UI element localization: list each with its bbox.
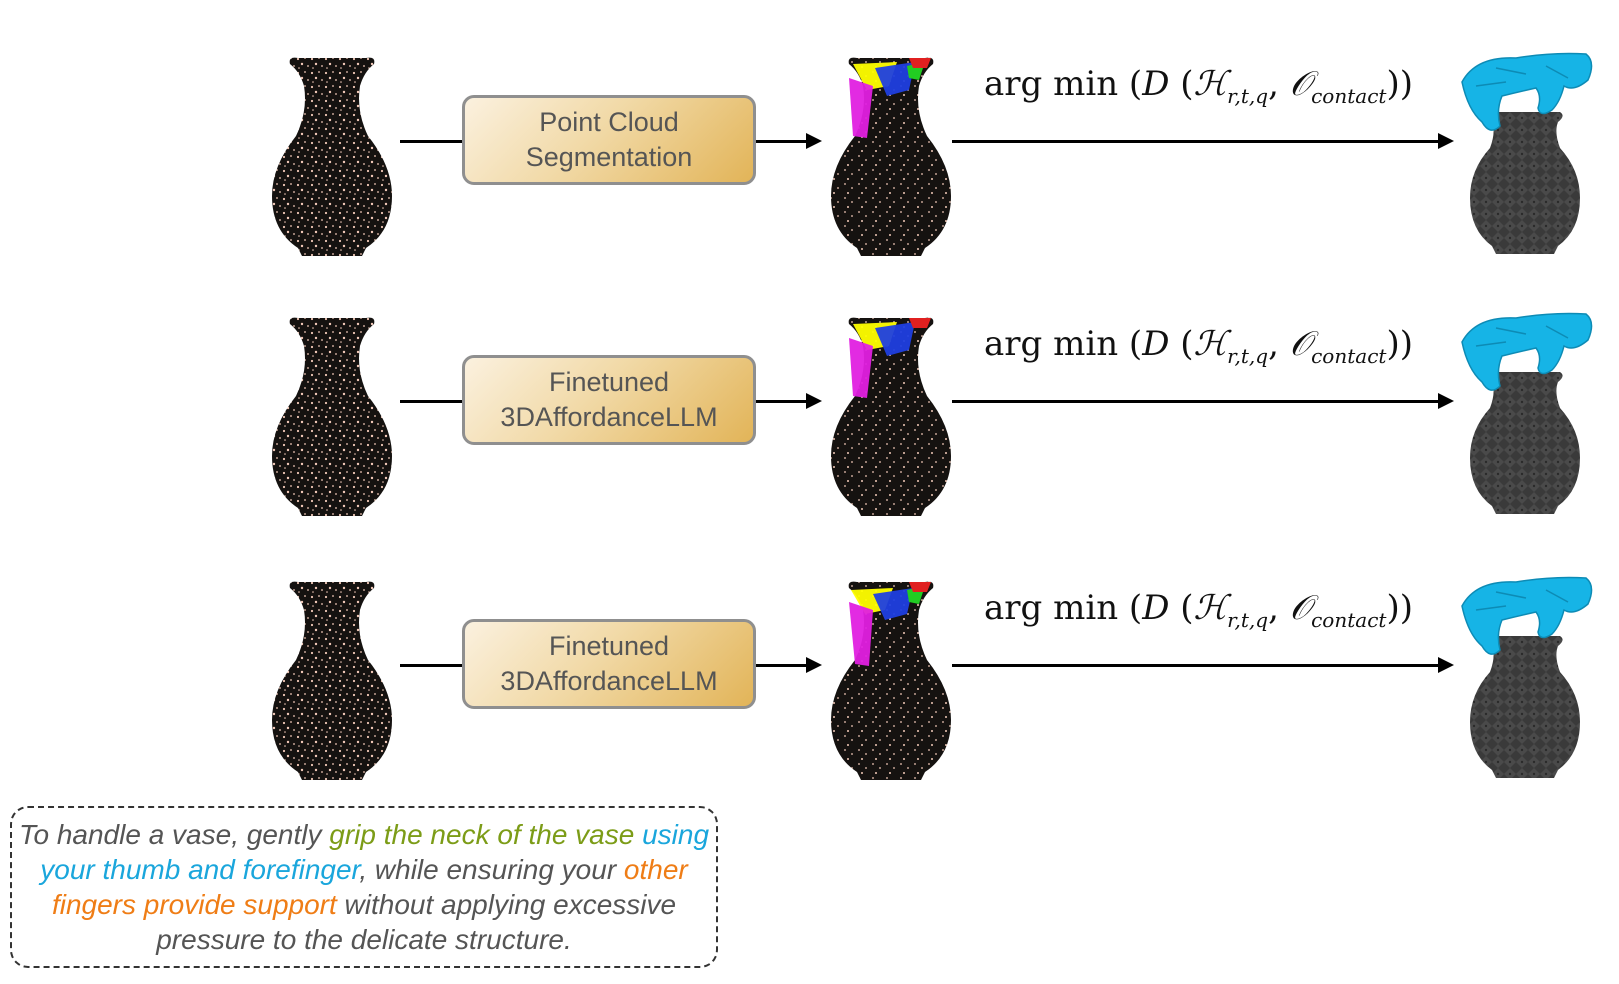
arrow-head [1438, 657, 1454, 673]
connector-line [756, 400, 808, 403]
connector-line [400, 664, 462, 667]
connector-line [400, 400, 462, 403]
grasp-result-hand-vase [1461, 52, 1593, 254]
process-box-line2: 3DAffordanceLLM [500, 666, 718, 696]
pipeline-row-1: Point Cloud Segmentation arg min (D (ℋr,… [0, 52, 1619, 282]
segmented-point-cloud-vase [831, 57, 951, 256]
segment-red [909, 318, 931, 328]
grasp-result-hand-vase [1461, 312, 1593, 514]
pipeline-row-3: Finetuned 3DAffordanceLLM arg min (D (ℋr… [0, 576, 1619, 806]
segmented-point-cloud-vase [831, 317, 951, 516]
caption-highlight-grip: grip the neck of the vase [329, 819, 643, 850]
connector-line [756, 140, 808, 143]
pipeline-row-2: Finetuned 3DAffordanceLLM arg min (D (ℋr… [0, 312, 1619, 542]
connector-line [756, 664, 808, 667]
connector-line [952, 400, 1440, 403]
process-box: Point Cloud Segmentation [462, 95, 756, 185]
arrow-head [1438, 393, 1454, 409]
caption-highlight-thumb: using your thumb and forefinger [40, 819, 710, 885]
grasp-result-hand-vase [1461, 576, 1593, 778]
process-box: Finetuned 3DAffordanceLLM [462, 619, 756, 709]
instruction-caption-text: To handle a vase, gently grip the neck o… [18, 819, 710, 955]
segment-blue [873, 588, 913, 620]
instruction-caption-box: To handle a vase, gently grip the neck o… [10, 806, 718, 968]
caption-highlight-support: other fingers provide support [51, 854, 688, 920]
input-point-cloud-vase [272, 57, 392, 256]
segment-magenta [849, 78, 873, 138]
input-point-cloud-vase [272, 581, 392, 780]
arrow-head [806, 657, 822, 673]
segment-red [909, 58, 931, 68]
arrow-head [1438, 133, 1454, 149]
process-box-line1: Finetuned [548, 367, 670, 397]
process-box-line1: Finetuned [548, 631, 670, 661]
arrow-head [806, 133, 822, 149]
process-box-line2: 3DAffordanceLLM [500, 402, 718, 432]
arrow-head [806, 393, 822, 409]
connector-line [952, 140, 1440, 143]
segmented-point-cloud-vase [831, 581, 951, 780]
connector-line [400, 140, 462, 143]
segment-magenta [849, 602, 873, 666]
segment-red [909, 582, 931, 592]
segment-blue [875, 322, 915, 356]
segment-blue [875, 62, 915, 96]
connector-line [952, 664, 1440, 667]
process-box-line1: Point Cloud [539, 107, 679, 137]
optimization-formula: arg min (D (ℋr,t,q, 𝒪contact)) [984, 324, 1413, 368]
process-box-line2: Segmentation [525, 142, 693, 172]
segment-magenta [849, 338, 873, 398]
optimization-formula: arg min (D (ℋr,t,q, 𝒪contact)) [984, 588, 1413, 632]
process-box: Finetuned 3DAffordanceLLM [462, 355, 756, 445]
optimization-formula: arg min (D (ℋr,t,q, 𝒪contact)) [984, 64, 1413, 108]
input-point-cloud-vase [272, 317, 392, 516]
